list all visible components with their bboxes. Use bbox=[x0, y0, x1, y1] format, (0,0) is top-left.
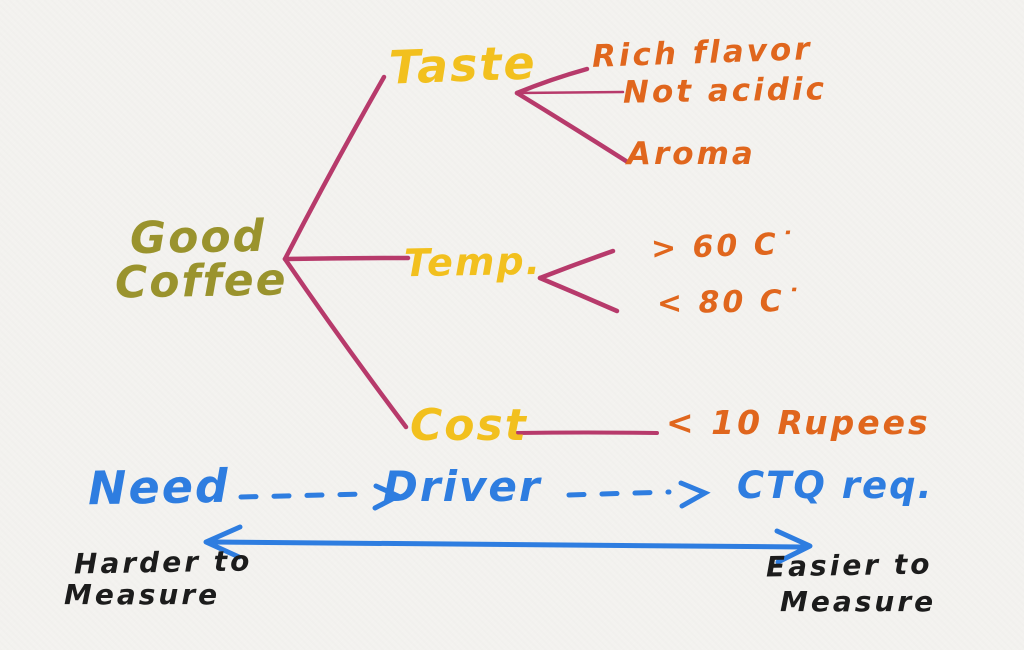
leaf-node-not-acidic: Not acidic bbox=[622, 71, 828, 111]
driver-node-taste: Taste bbox=[388, 35, 538, 95]
driver-node-cost: Cost bbox=[410, 400, 528, 451]
flow-label-ctq-req: CTQ req. bbox=[737, 464, 934, 507]
branch-taste-notacidic-line bbox=[515, 90, 625, 95]
tree-branches bbox=[282, 66, 659, 435]
leaf-node-aroma: Aroma bbox=[627, 136, 756, 172]
driver-ctq-dashes bbox=[566, 489, 672, 498]
flow-label-driver: Driver bbox=[383, 462, 542, 511]
flow-label-need: Need bbox=[87, 458, 231, 516]
axis-label-easier-line2: Measure bbox=[780, 585, 937, 618]
need-driver-arrowhead bbox=[372, 483, 404, 511]
leaf-node-rich-flavor: Rich flavor bbox=[591, 31, 814, 75]
branch-root-temp-line bbox=[282, 255, 411, 262]
branch-temp-60c-line bbox=[537, 248, 616, 281]
axis-label-harder-line1: Harder to bbox=[73, 544, 253, 581]
axis-arrowhead-left bbox=[203, 524, 243, 560]
leaf-node-below-10-rupees: < 10 Rupees bbox=[666, 403, 931, 442]
double-headed-arrow-icon bbox=[203, 524, 813, 565]
axis-arrow-shaft bbox=[209, 539, 805, 550]
driver-ctq-arrowhead bbox=[678, 480, 711, 509]
driver-node-temp: Temp. bbox=[403, 238, 543, 286]
branch-root-cost-line bbox=[282, 256, 409, 430]
dashed-arrow-right-icon bbox=[238, 480, 711, 511]
branch-root-taste-line bbox=[282, 74, 387, 262]
axis-label-easier-line1: Easier to bbox=[765, 547, 933, 584]
root-node-label-line2: Coffee bbox=[114, 254, 288, 309]
axis-arrowhead-right bbox=[774, 528, 813, 565]
branch-temp-80c-line bbox=[537, 275, 620, 314]
leaf-node-below-80c: < 80 C˙ bbox=[656, 283, 804, 322]
need-driver-dashes bbox=[238, 491, 369, 500]
branch-cost-rupees-line bbox=[515, 430, 659, 435]
leaf-node-above-60c: > 60 C˙ bbox=[650, 226, 798, 267]
branch-taste-aroma-line bbox=[514, 90, 629, 164]
axis-label-harder-line2: Measure bbox=[64, 578, 221, 611]
branch-taste-richflavor-line bbox=[514, 66, 590, 96]
